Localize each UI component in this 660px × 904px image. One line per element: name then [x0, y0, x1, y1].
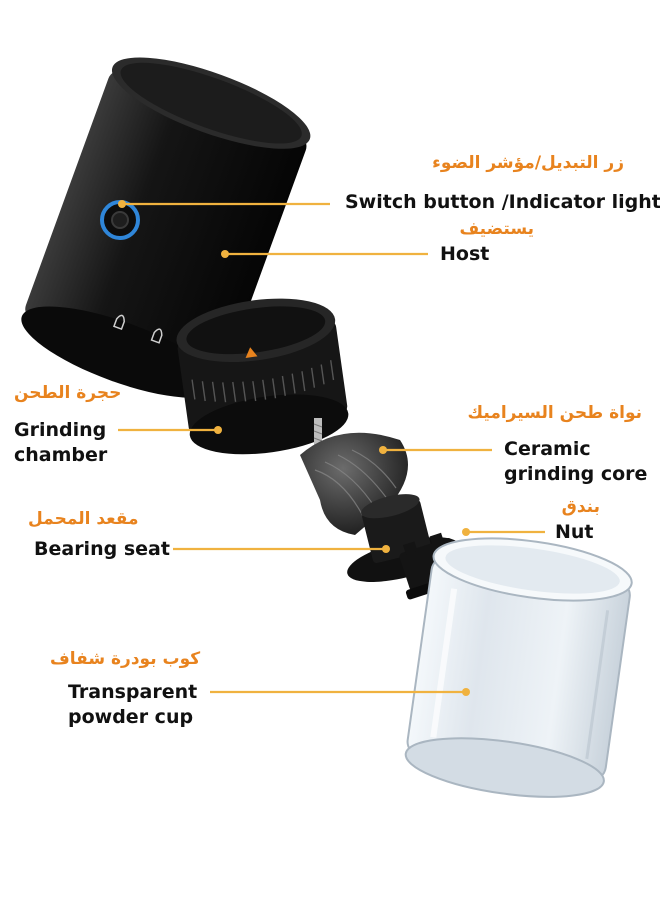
bearing-seat-label-ar: مقعد المحمل	[28, 509, 139, 529]
indicator-light-icon	[100, 200, 140, 240]
ceramic-core-label-en-2: grinding core	[504, 463, 648, 485]
nut-label-ar: بندق	[561, 497, 600, 517]
grinding-chamber-label-en-2: chamber	[14, 444, 108, 466]
bearing-seat-label-en: Bearing seat	[34, 538, 170, 560]
host-label-ar: يستضيف	[459, 219, 534, 239]
powder-cup-part	[404, 537, 633, 798]
leader-dots	[118, 200, 470, 696]
ceramic-core-label-en-1: Ceramic	[504, 438, 591, 460]
grinding-chamber-label-en-1: Grinding	[14, 419, 107, 441]
leader-lines	[118, 202, 545, 694]
nut-label-en: Nut	[555, 521, 594, 543]
powder-cup-label-en-1: Transparent	[68, 681, 198, 703]
ceramic-core-label-ar: نواة طحن السيراميك	[467, 403, 642, 423]
host-body	[21, 57, 311, 398]
powder-cup-label-ar: كوب بودرة شفاف	[50, 649, 201, 669]
grinding-chamber-label-ar: حجرة الطحن	[14, 383, 122, 403]
grinding-chamber-part	[176, 298, 349, 455]
switch-label-en: Switch button /Indicator light	[345, 191, 660, 213]
switch-label-ar: زر التبديل/مؤشر الضوء	[432, 153, 624, 173]
powder-cup-label-en-2: powder cup	[68, 706, 194, 728]
host-label-en: Host	[440, 243, 490, 265]
